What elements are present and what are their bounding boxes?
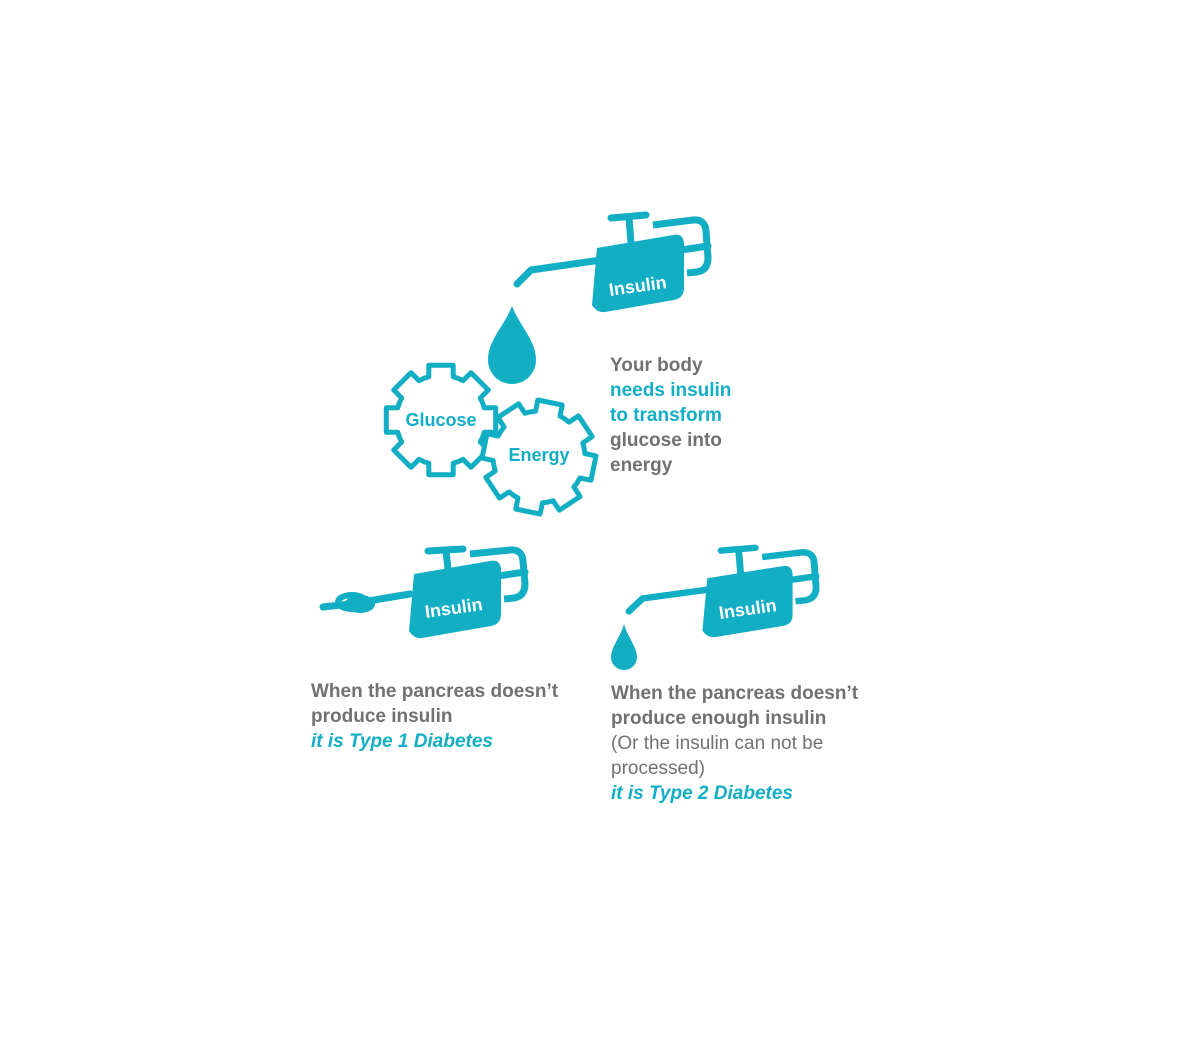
- gear-icon: [479, 397, 599, 517]
- type2-note: (Or the insulin can not be: [611, 733, 824, 754]
- gear-label-energy: Energy: [508, 445, 569, 465]
- insulin-can-icon: Insulin: [319, 545, 529, 639]
- gear-icon: [383, 362, 499, 478]
- gear-label-glucose: Glucose: [405, 410, 476, 430]
- insulin-drop-icon: [488, 306, 536, 384]
- type1-conclusion: it is Type 1 Diabetes: [311, 731, 493, 752]
- insulin-drop-icon: [611, 624, 637, 670]
- insulin-can-icon: Insulin: [629, 548, 816, 637]
- gear-outline: [383, 362, 499, 478]
- type2-line: produce enough insulin: [611, 708, 827, 729]
- type1-line: produce insulin: [311, 706, 453, 727]
- type2-note: processed): [611, 758, 705, 779]
- caption-line: energy: [610, 455, 673, 476]
- type1-caption: When the pancreas doesn’t produce insuli…: [311, 679, 558, 754]
- top-caption: Your body needs insulin to transform glu…: [610, 353, 731, 478]
- insulin-can-icon: Insulin: [517, 215, 708, 312]
- type2-conclusion: it is Type 2 Diabetes: [611, 783, 793, 804]
- type2-line: When the pancreas doesn’t: [611, 683, 859, 704]
- caption-line: glucose into: [610, 430, 722, 451]
- caption-line: Your body: [610, 355, 703, 376]
- type1-line: When the pancreas doesn’t: [311, 681, 559, 702]
- caption-line-highlight: to transform: [610, 405, 722, 426]
- caption-line-highlight: needs insulin: [610, 380, 732, 401]
- type2-caption: When the pancreas doesn’t produce enough…: [611, 681, 858, 806]
- gear-outline: [479, 397, 599, 517]
